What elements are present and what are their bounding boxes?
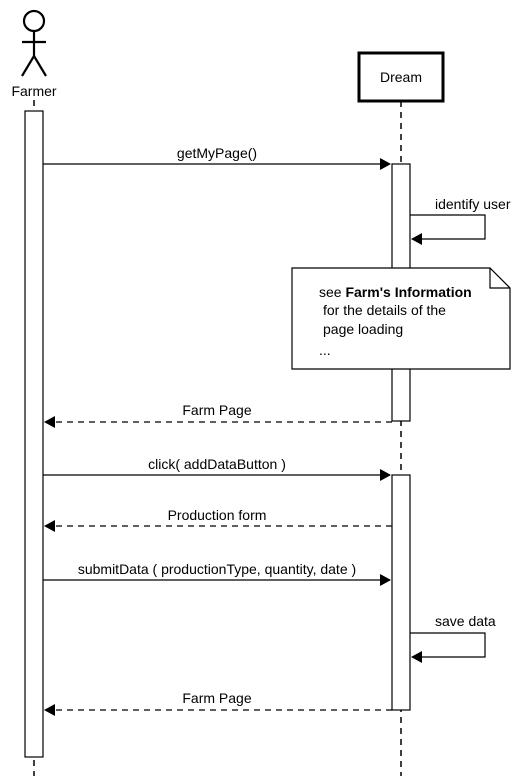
self-message-arrow <box>410 214 486 245</box>
actor-right-leg <box>33 55 47 77</box>
note-box[interactable]: see Farm's Information for the details o… <box>291 267 511 370</box>
note-line-1-bold: Farm's Information <box>345 284 471 300</box>
message-label: save data <box>435 613 496 629</box>
dream-participant-box[interactable] <box>357 51 445 103</box>
message-label: identify user <box>435 196 511 212</box>
actor-left-leg <box>21 55 35 77</box>
message-label: Production form <box>168 507 267 523</box>
message-label: Farm Page <box>182 402 251 418</box>
farmer-actor[interactable] <box>21 9 47 77</box>
message-label: submitData ( productionType, quantity, d… <box>78 561 356 577</box>
dream-activation-2 <box>391 474 411 711</box>
self-message-arrow <box>410 632 486 663</box>
message-label: Farm Page <box>182 690 251 706</box>
message-label: getMyPage() <box>177 145 257 161</box>
note-line-4: ... <box>319 342 331 358</box>
actor-head <box>22 9 46 33</box>
farmer-label: Farmer <box>11 83 56 99</box>
note-line-1: see Farm's Information <box>319 284 472 300</box>
note-line-3: page loading <box>323 321 403 337</box>
note-shape <box>291 267 511 370</box>
note-fold <box>489 268 510 289</box>
farmer-activation <box>24 110 44 758</box>
note-line-2: for the details of the <box>323 302 446 318</box>
dream-label: Dream <box>380 69 422 85</box>
message-label: click( addDataButton ) <box>148 456 286 472</box>
note-line-1-prefix: see <box>319 284 345 300</box>
